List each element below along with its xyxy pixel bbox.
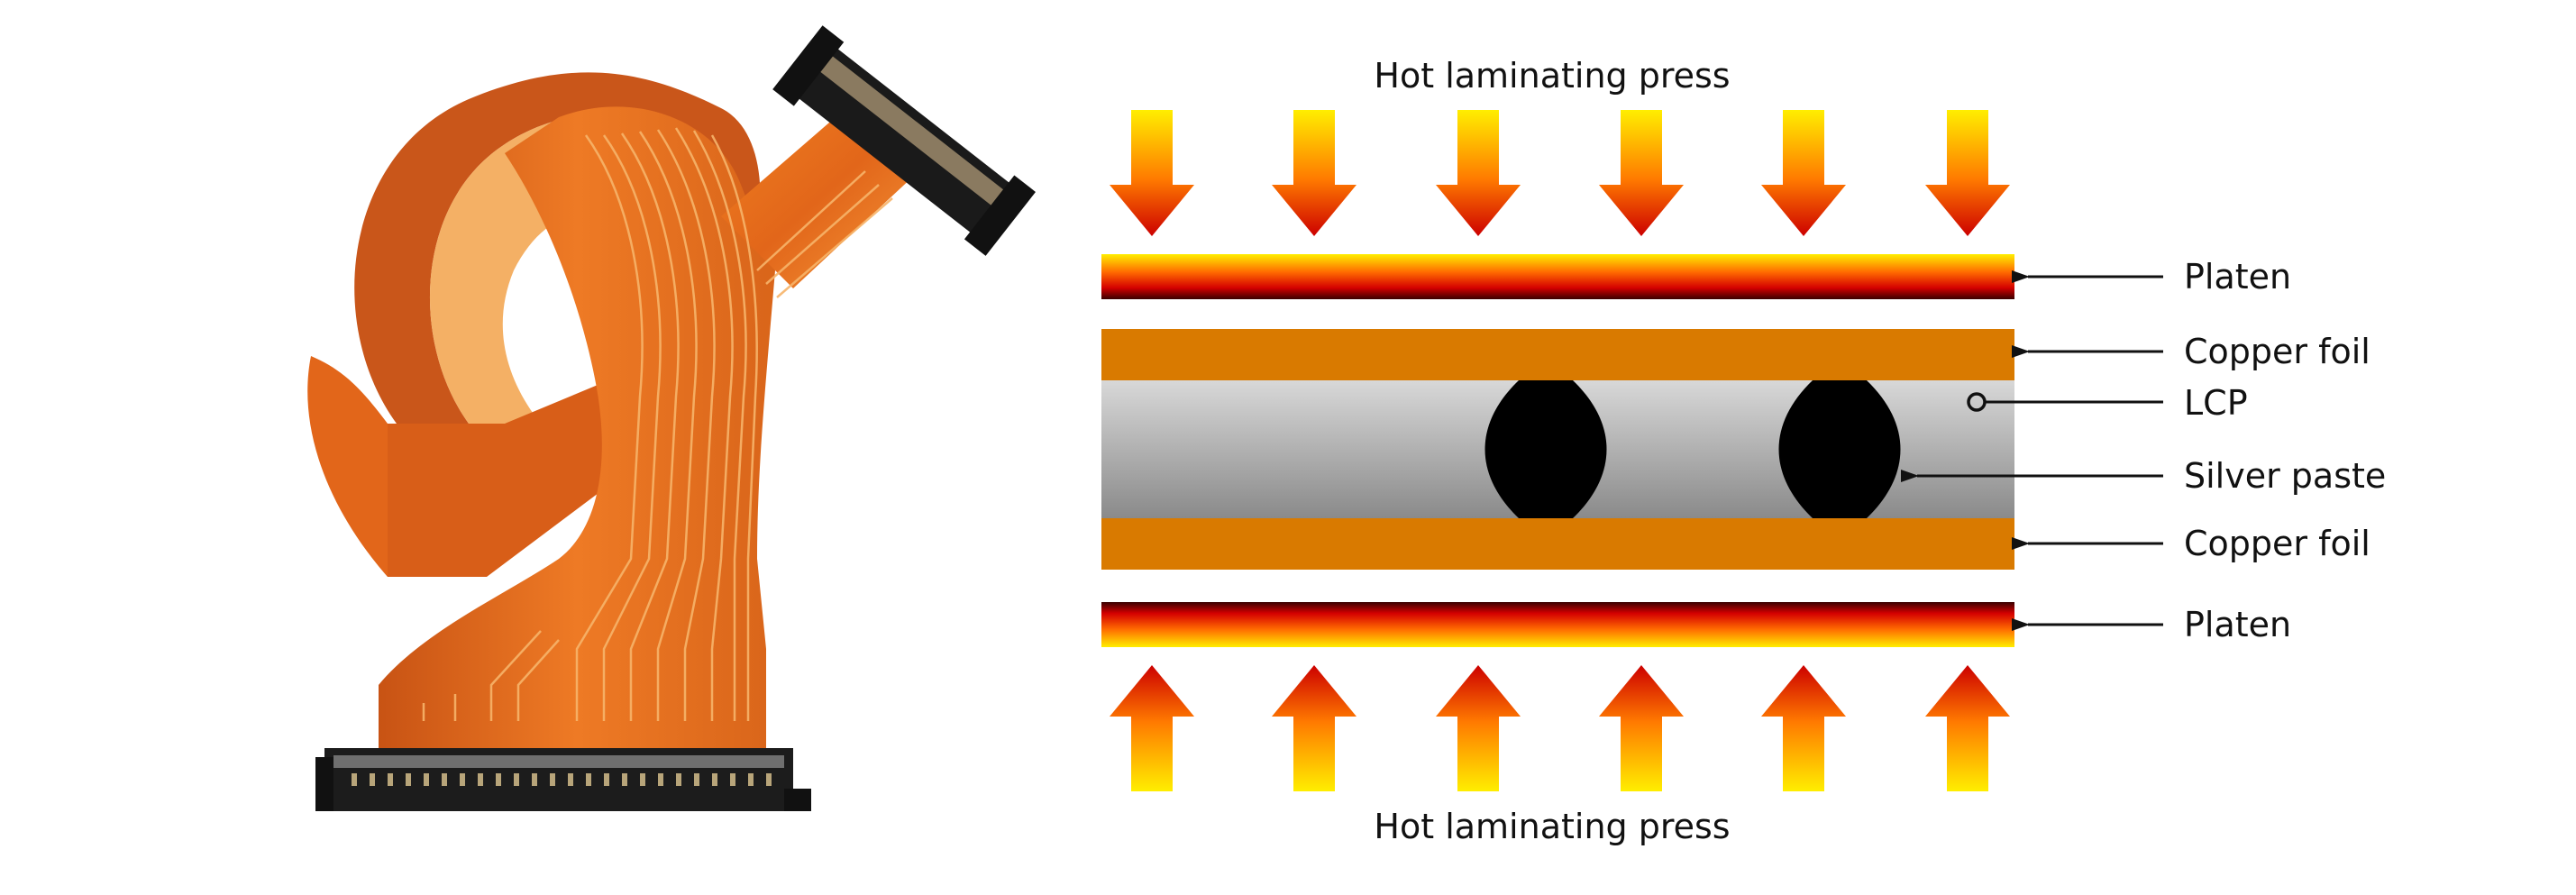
top-connector bbox=[772, 25, 1036, 256]
label-platen-top: Platen bbox=[2184, 257, 2291, 297]
press-arrow-down bbox=[1110, 110, 1194, 236]
press-arrow-up bbox=[1110, 665, 1194, 791]
platen-top bbox=[1101, 254, 2014, 299]
cable-loop-back bbox=[354, 72, 761, 424]
press-arrow-up bbox=[1272, 665, 1357, 791]
press-arrow-down bbox=[1436, 110, 1521, 236]
press-bottom-label: Hot laminating press bbox=[1374, 807, 1730, 846]
copper-foil-top bbox=[1101, 329, 2014, 380]
press-arrows-bottom bbox=[1110, 665, 2010, 791]
press-arrow-down bbox=[1761, 110, 1846, 236]
cable-traces bbox=[422, 127, 893, 721]
label-copper-foil-bottom: Copper foil bbox=[2184, 524, 2370, 563]
press-arrow-up bbox=[1761, 665, 1846, 791]
press-arrow-down bbox=[1925, 110, 2010, 236]
press-top-label: Hot laminating press bbox=[1374, 56, 1730, 96]
cable-front-strip bbox=[379, 106, 775, 767]
platen-bottom bbox=[1101, 602, 2014, 647]
lcp-marker bbox=[1967, 392, 1987, 412]
press-arrow-up bbox=[1436, 665, 1521, 791]
label-lcp: LCP bbox=[2184, 383, 2248, 423]
press-arrow-down bbox=[1599, 110, 1684, 236]
silver-paste-via bbox=[1778, 380, 1901, 518]
press-arrow-down bbox=[1272, 110, 1357, 236]
label-platen-bottom: Platen bbox=[2184, 605, 2291, 644]
callout-lines bbox=[1901, 270, 2163, 631]
flex-cable-photo bbox=[307, 25, 1036, 811]
silver-paste-via bbox=[1484, 380, 1607, 518]
label-copper-foil-top: Copper foil bbox=[2184, 332, 2370, 371]
bottom-connector bbox=[315, 748, 811, 811]
label-silver-paste: Silver paste bbox=[2184, 456, 2386, 496]
cable-band-lower-shadow bbox=[388, 379, 631, 577]
press-arrows-top bbox=[1110, 110, 2010, 236]
copper-foil-bottom bbox=[1101, 518, 2014, 570]
press-arrow-up bbox=[1925, 665, 2010, 791]
press-arrow-up bbox=[1599, 665, 1684, 791]
